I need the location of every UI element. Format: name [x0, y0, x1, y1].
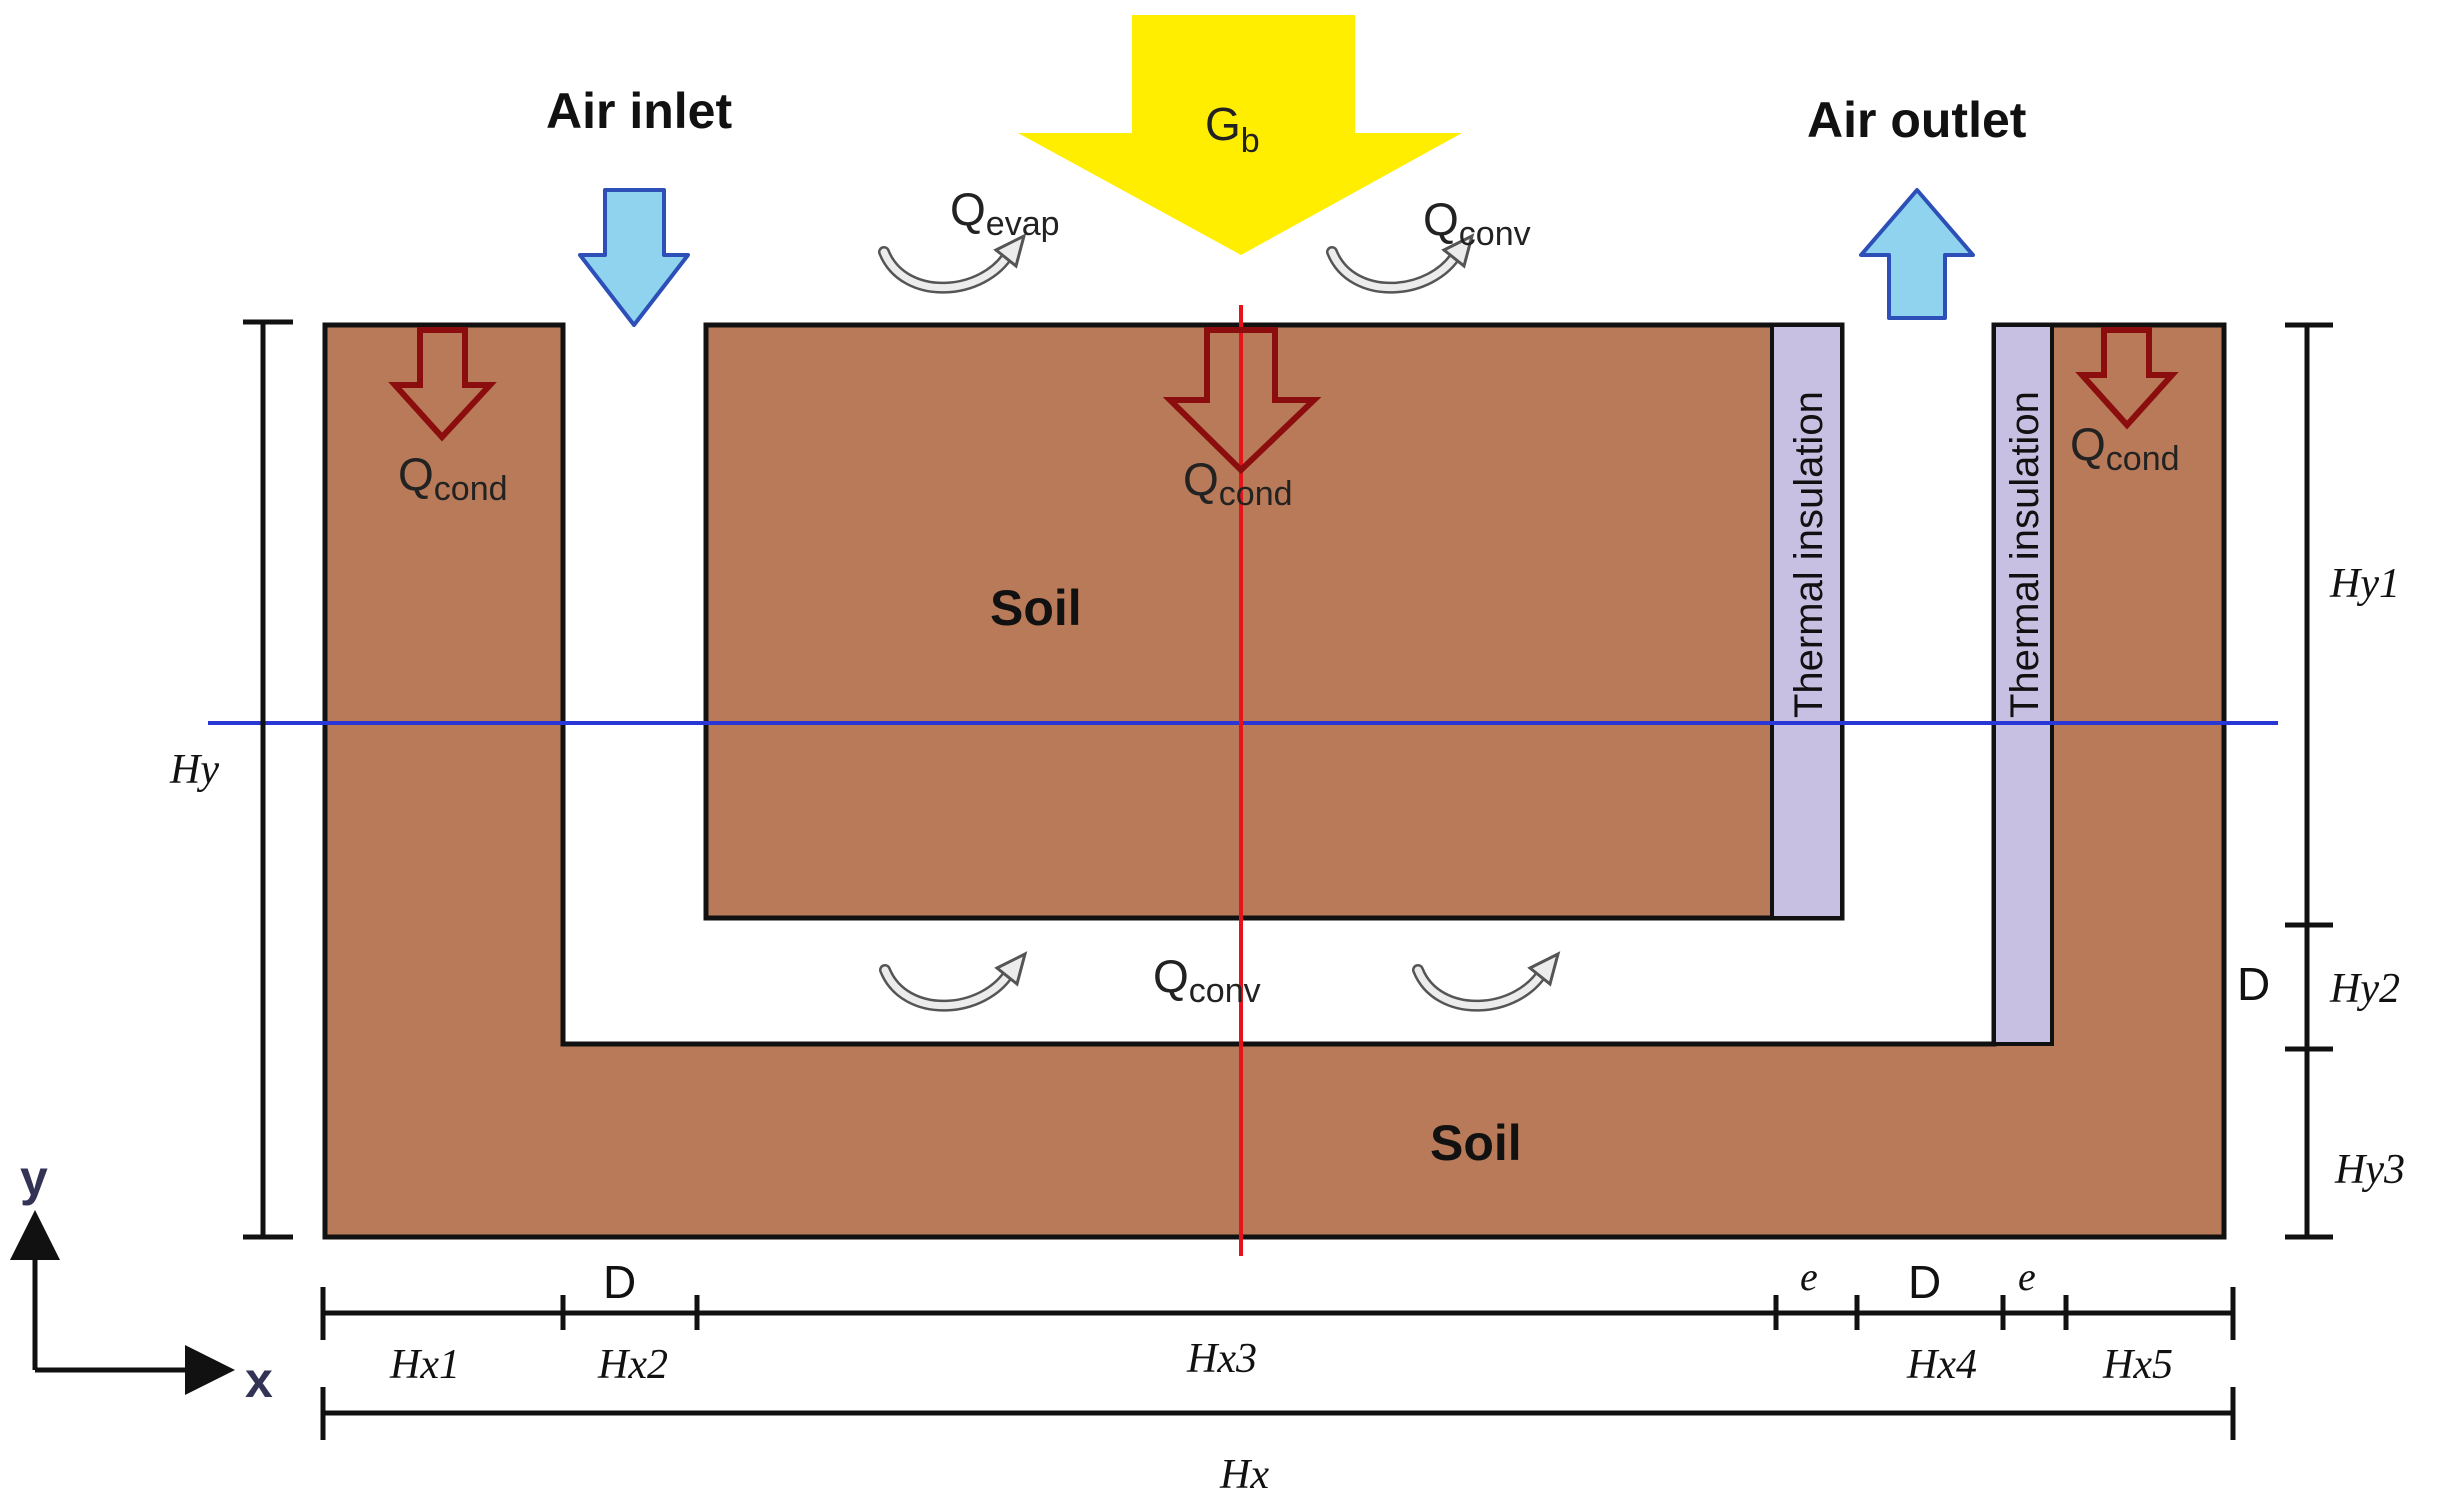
- dim-d-hx2-label: D: [603, 1256, 636, 1308]
- dim-hy3-label: Hy3: [2334, 1147, 2405, 1193]
- insulation-strip-right: [1992, 323, 2054, 1046]
- air-outlet-label: Air outlet: [1807, 92, 2027, 148]
- soil-bottom-label: Soil: [1430, 1115, 1522, 1171]
- dim-d-hx4-label: D: [1908, 1256, 1941, 1308]
- cond-arrow-center-icon: [1162, 327, 1322, 475]
- inner-soil-block: [703, 322, 1845, 921]
- dim-hy-label: Hy: [169, 747, 219, 793]
- solar-label: Gb: [1205, 98, 1260, 160]
- air-inlet-arrow-icon: [578, 188, 690, 327]
- dim-hx4-label: Hx4: [1906, 1342, 1977, 1388]
- insulation-left-label: Thermal insulation: [1787, 391, 1831, 718]
- dim-d-vertical-label: D: [2237, 958, 2270, 1010]
- insulation-strip-left: [1770, 323, 1844, 920]
- conv-channel-curl-arrow-right-icon: [1412, 951, 1561, 1012]
- q-cond-center-label: Qcond: [1183, 453, 1293, 513]
- soil-top-label: Soil: [990, 580, 1082, 636]
- evap-curl-arrow-icon: [878, 233, 1027, 294]
- dim-hy-bracket: [243, 319, 293, 1240]
- air-outlet-arrow-icon: [1859, 188, 1975, 320]
- solar-radiation-arrow: [1018, 15, 1462, 255]
- insulation-right-label: Thermal insulation: [2003, 391, 2047, 718]
- dim-hx-overall: [320, 1387, 2236, 1440]
- dim-hx5-label: Hx5: [2102, 1342, 2173, 1388]
- q-cond-left-label: Qcond: [398, 448, 508, 508]
- q-cond-right-label: Qcond: [2070, 418, 2180, 478]
- dim-e-left-label: e: [1800, 1254, 1818, 1299]
- dim-hy1-label: Hy1: [2329, 561, 2400, 607]
- axis-y-label: y: [20, 1150, 48, 1206]
- q-evap-label: Qevap: [950, 183, 1060, 243]
- cond-arrow-left-icon: [388, 327, 497, 442]
- axis-x-label: x: [245, 1352, 273, 1408]
- coordinate-axes: [10, 1210, 235, 1395]
- air-inlet-label: Air inlet: [546, 83, 732, 139]
- dim-hy-right-bracket: [2285, 322, 2333, 1240]
- conv-top-curl-arrow-icon: [1326, 233, 1475, 294]
- q-conv-top-label: Qconv: [1423, 193, 1531, 253]
- conv-channel-curl-arrow-left-icon: [879, 951, 1028, 1012]
- dim-hx2-label: Hx2: [597, 1342, 668, 1388]
- dim-e-right-label: e: [2018, 1254, 2036, 1299]
- dim-hy2-label: Hy2: [2329, 966, 2400, 1012]
- dim-hx3-label: Hx3: [1186, 1336, 1257, 1382]
- dim-hx1-label: Hx1: [389, 1342, 460, 1388]
- dim-hx-label: Hx: [1219, 1452, 1269, 1498]
- cond-arrow-right-icon: [2075, 327, 2179, 430]
- q-conv-channel-label: Qconv: [1153, 950, 1261, 1010]
- dim-hx-segments: [320, 1287, 2236, 1340]
